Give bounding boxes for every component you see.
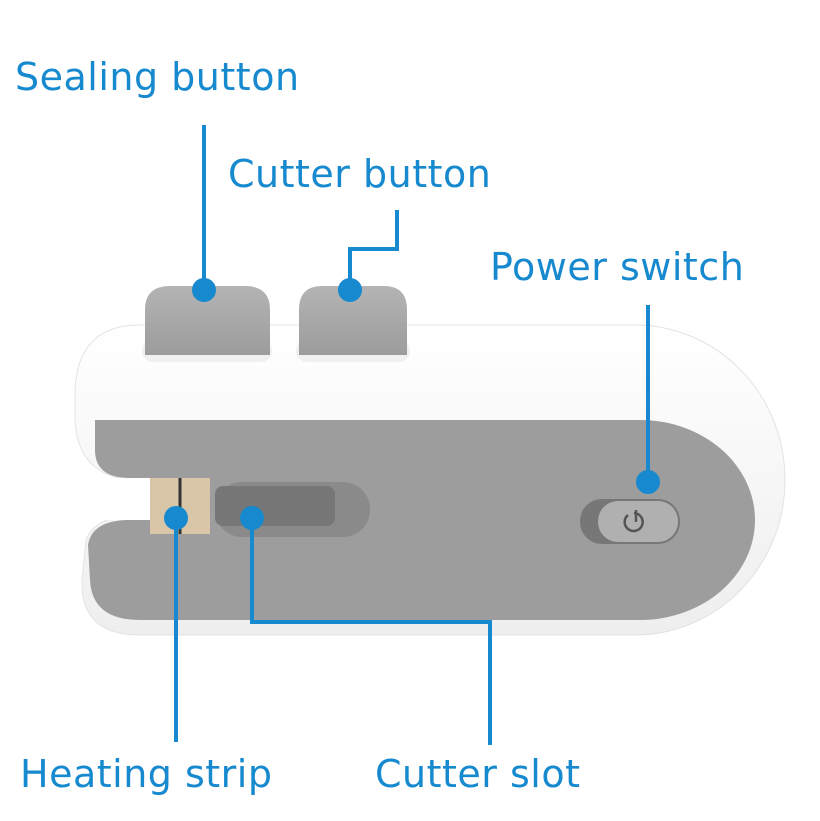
label-heating-strip: Heating strip [20,752,273,796]
power-icon [623,510,644,533]
power-switch-marker [636,470,660,494]
label-cutter-slot: Cutter slot [375,752,581,796]
cutter-slot-marker [240,506,264,530]
sealer-body [74,324,786,636]
cutter-button[interactable] [296,286,410,362]
sealing-button-marker [192,278,216,302]
callout-lines [174,125,650,745]
cutter-button-marker [338,278,362,302]
sealing-button[interactable] [142,286,272,362]
label-cutter-button: Cutter button [228,152,492,196]
power-switch[interactable] [580,499,680,544]
grey-panel [88,420,755,620]
label-sealing-button: Sealing button [15,55,300,99]
label-power-switch: Power switch [490,245,745,289]
heating-strip-marker [164,506,188,530]
cutter-blade [215,486,335,526]
